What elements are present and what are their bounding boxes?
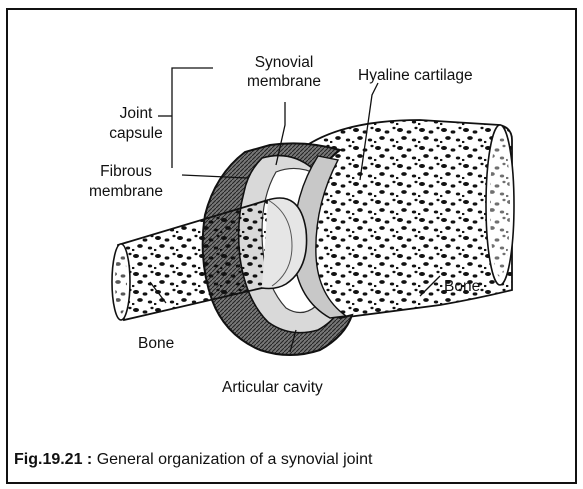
caption-number: Fig.19.21 xyxy=(14,451,82,468)
label-articular-cavity: Articular cavity xyxy=(222,378,323,397)
label-synovial-membrane: Synovial membrane xyxy=(228,53,340,91)
label-bone-right: Bone xyxy=(444,277,480,296)
label-joint-capsule: Joint capsule xyxy=(101,104,171,144)
label-bone-left: Bone xyxy=(138,334,174,353)
caption-text: General organization of a synovial joint xyxy=(97,451,373,468)
label-fibrous-membrane: Fibrous membrane xyxy=(70,162,182,202)
figure-caption: Fig.19.21 : General organization of a sy… xyxy=(14,451,372,469)
label-hyaline-cartilage: Hyaline cartilage xyxy=(358,66,473,85)
caption-separator: : xyxy=(82,451,96,468)
